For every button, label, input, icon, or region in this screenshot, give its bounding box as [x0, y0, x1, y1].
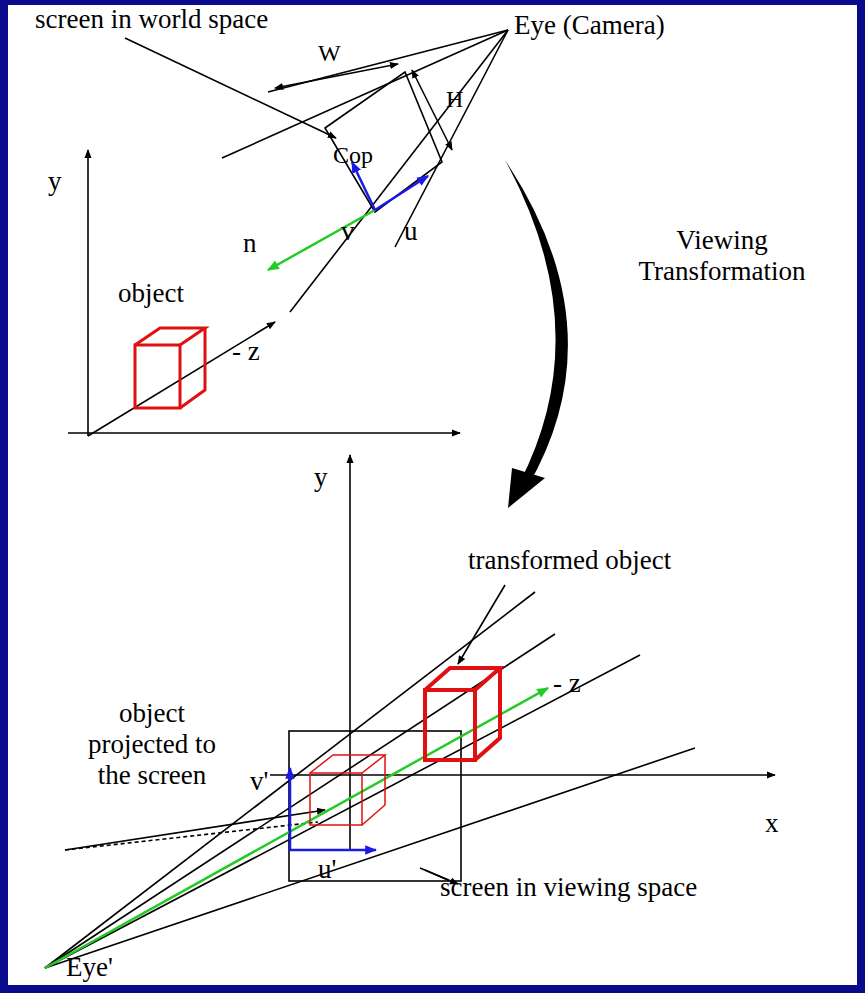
point-label: Cop [333, 142, 373, 170]
axis-label: u' [318, 854, 336, 885]
axis-label: y [48, 166, 62, 197]
axis-label: v' [250, 766, 268, 797]
dimension-label: H [446, 86, 463, 114]
axis-label: n [243, 228, 257, 259]
axis-label: - z [553, 668, 581, 699]
object-label: transformed object [468, 545, 671, 576]
world-space-scene [68, 30, 508, 436]
white-panel [8, 5, 857, 985]
axis-label: x [765, 808, 779, 839]
callout-label: screen in viewing space [440, 872, 697, 903]
viewing-transformation-arrow [505, 160, 568, 508]
view-axis [45, 688, 548, 968]
axis-label: u [404, 216, 418, 247]
viewing-space-scene [45, 455, 775, 968]
transformed-cube [310, 668, 500, 825]
axis-label: v [341, 216, 355, 247]
callout-label: object projected to the screen [72, 698, 232, 791]
camera-label: Eye' [66, 952, 113, 983]
object-label: object [118, 278, 184, 309]
camera-axes [268, 162, 428, 270]
axis-label: - z [232, 336, 260, 367]
dimension-label: W [318, 40, 341, 68]
object-cube [135, 328, 205, 408]
transform-label: Viewing Transformation [612, 225, 832, 287]
camera-label: Eye (Camera) [514, 10, 665, 41]
screen-axes [290, 768, 376, 850]
caption-label: screen in world space [35, 4, 268, 35]
axis-label: y [314, 462, 328, 493]
